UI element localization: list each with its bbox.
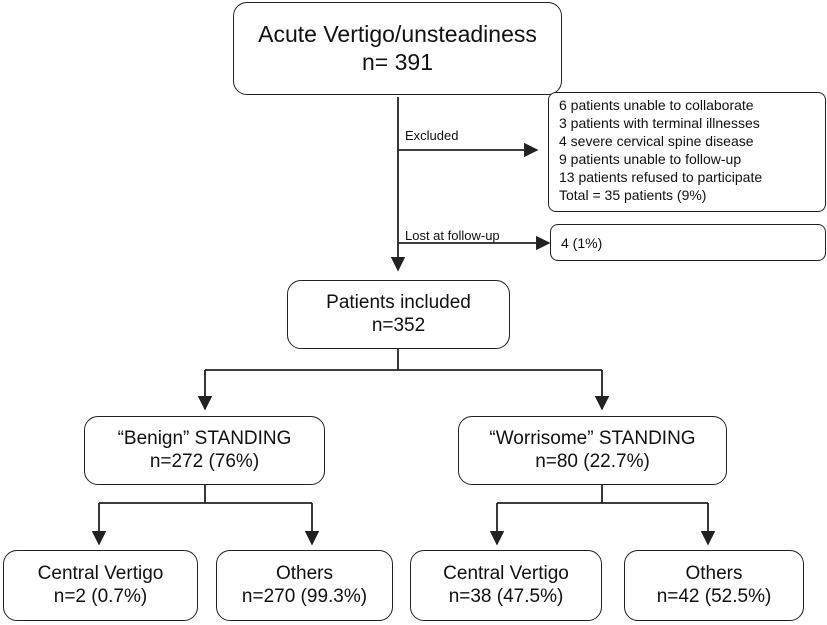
excluded-total: Total = 35 patients (9%) xyxy=(559,187,707,203)
worrisome-node: “Worrisome” STANDING n=80 (22.7%) xyxy=(458,416,727,485)
excluded-item: 4 severe cervical spine disease xyxy=(559,133,754,149)
leaf-title: Others xyxy=(685,562,743,584)
benign-count: n=272 (76%) xyxy=(149,450,260,472)
worrisome-count: n=80 (22.7%) xyxy=(535,450,650,472)
lost-value: 4 (1%) xyxy=(561,234,603,251)
excluded-list: 6 patients unable to collaborate 3 patie… xyxy=(548,92,826,212)
root-count: n= 391 xyxy=(362,48,433,75)
root-node: Acute Vertigo/unsteadiness n= 391 xyxy=(233,2,562,95)
leaf-title: Others xyxy=(275,562,334,584)
included-node: Patients included n=352 xyxy=(287,280,510,349)
benign-title: “Benign” STANDING xyxy=(117,427,292,449)
lost-box: 4 (1%) xyxy=(550,224,826,261)
included-title: Patients included xyxy=(326,291,471,313)
leaf-count: n=2 (0.7%) xyxy=(53,585,148,607)
leaf-title: Central Vertigo xyxy=(37,562,164,584)
leaf-title: Central Vertigo xyxy=(443,562,569,584)
worrisome-central-vertigo-node: Central Vertigo n=38 (47.5%) xyxy=(410,550,602,621)
excluded-item: 6 patients unable to collaborate xyxy=(559,97,754,113)
leaf-count: n=38 (47.5%) xyxy=(448,585,564,607)
leaf-count: n=42 (52.5%) xyxy=(656,585,772,607)
benign-others-node: Others n=270 (99.3%) xyxy=(216,550,393,621)
worrisome-title: “Worrisome” STANDING xyxy=(489,427,696,449)
lost-label: Lost at follow-up xyxy=(405,228,500,243)
benign-node: “Benign” STANDING n=272 (76%) xyxy=(84,416,325,485)
excluded-item: 9 patients unable to follow-up xyxy=(559,151,742,167)
included-count: n=352 xyxy=(371,314,426,336)
excluded-item: 13 patients refused to participate xyxy=(559,169,763,185)
worrisome-others-node: Others n=42 (52.5%) xyxy=(624,550,804,621)
leaf-count: n=270 (99.3%) xyxy=(241,585,368,607)
excluded-item: 3 patients with terminal illnesses xyxy=(559,115,760,131)
root-title: Acute Vertigo/unsteadiness xyxy=(258,20,537,47)
excluded-label: Excluded xyxy=(405,128,459,143)
benign-central-vertigo-node: Central Vertigo n=2 (0.7%) xyxy=(3,550,198,621)
